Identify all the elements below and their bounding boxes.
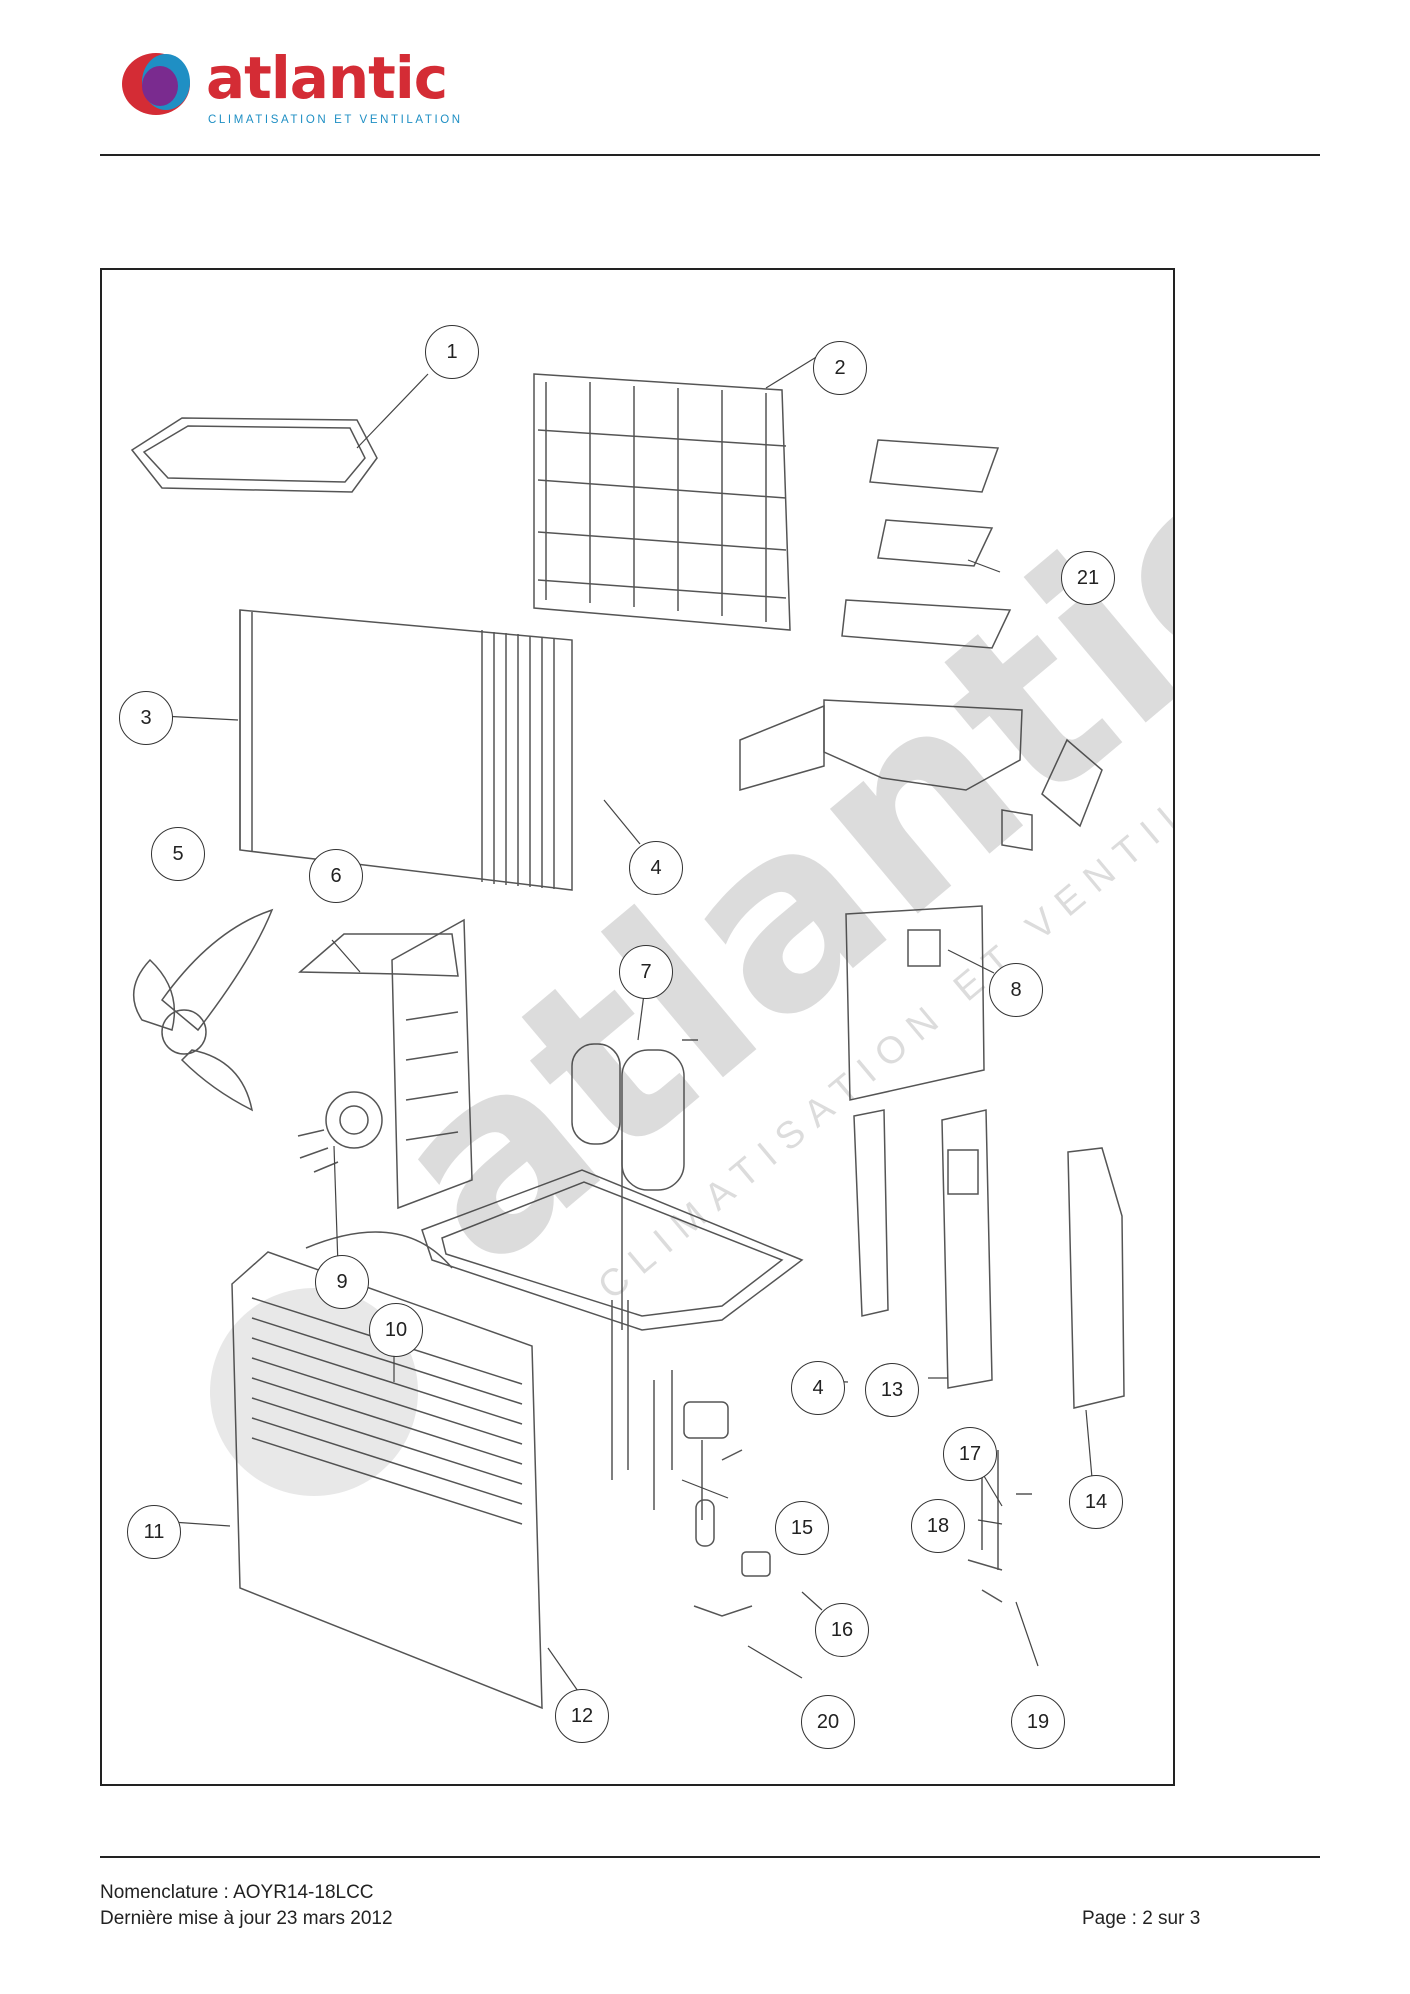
control-box-part — [739, 439, 1103, 851]
callout-18: 18 — [911, 1499, 965, 1553]
callout-2: 2 — [813, 341, 867, 395]
callout-4b: 4 — [791, 1361, 845, 1415]
callout-16: 16 — [815, 1603, 869, 1657]
valve-panel-part — [853, 1109, 993, 1389]
callout-9: 9 — [315, 1255, 369, 1309]
callout-19: 19 — [1011, 1695, 1065, 1749]
callout-7: 7 — [619, 945, 673, 999]
callout-14: 14 — [1069, 1475, 1123, 1529]
header-divider — [100, 154, 1320, 156]
footer-nomenclature: Nomenclature : AOYR14-18LCC — [100, 1882, 374, 1903]
callout-13: 13 — [865, 1363, 919, 1417]
callout-1: 1 — [425, 325, 479, 379]
footer-update-date: Dernière mise à jour 23 mars 2012 — [100, 1908, 393, 1929]
exploded-view-diagram: atlantic CLIMATISATION ET VENTILATION 1 … — [100, 268, 1175, 1786]
piping-assembly-part — [611, 1300, 771, 1617]
atlantic-logo: atlantic CLIMATISATION ET VENTILATION — [118, 44, 488, 134]
callout-5: 5 — [151, 827, 205, 881]
fan-motor-part — [297, 1091, 383, 1173]
callout-17: 17 — [943, 1427, 997, 1481]
watermark: atlantic CLIMATISATION ET VENTILATION — [337, 408, 1173, 1321]
base-pan-part — [421, 1140, 804, 1331]
footer-page-number: Page : 2 sur 3 — [1082, 1908, 1201, 1929]
condenser-coil-part — [239, 609, 573, 891]
logo-wordmark: atlantic — [206, 44, 448, 112]
callout-21: 21 — [1061, 551, 1115, 605]
callout-11: 11 — [127, 1505, 181, 1559]
callout-6: 6 — [309, 849, 363, 903]
side-cover-part — [1067, 1147, 1125, 1409]
callout-12: 12 — [555, 1689, 609, 1743]
callout-10: 10 — [369, 1303, 423, 1357]
top-cover-part — [130, 417, 378, 493]
grille-panel-part — [533, 373, 791, 631]
logo-tagline: CLIMATISATION ET VENTILATION — [208, 114, 463, 126]
side-panel-part — [845, 905, 985, 1101]
parts-drawing: atlantic CLIMATISATION ET VENTILATION — [130, 355, 1173, 1710]
callout-20: 20 — [801, 1695, 855, 1749]
callout-15: 15 — [775, 1501, 829, 1555]
logo-swirl-icon — [122, 53, 190, 115]
watermark-circle — [210, 1288, 418, 1496]
callout-4: 4 — [629, 841, 683, 895]
compressor-part — [571, 1039, 698, 1191]
motor-bracket-part — [298, 918, 473, 1210]
fan-blade-part — [132, 908, 274, 1112]
footer-divider — [100, 1856, 1320, 1858]
callout-8: 8 — [989, 963, 1043, 1017]
callout-3: 3 — [119, 691, 173, 745]
valve-assembly-part — [967, 1450, 1032, 1603]
